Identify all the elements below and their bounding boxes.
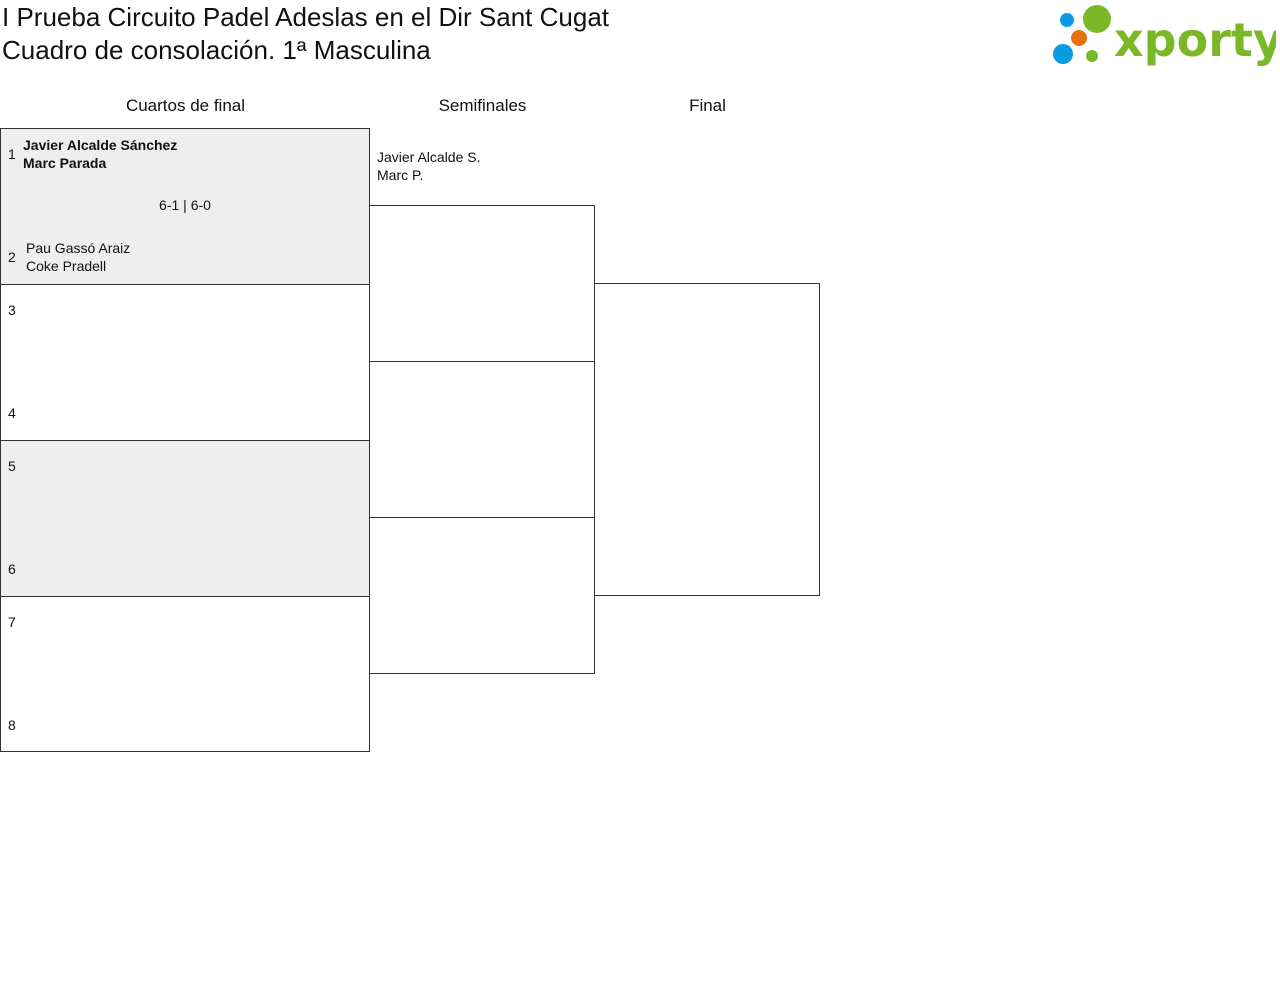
round-header-semifinals: Semifinales <box>438 96 527 115</box>
quarterfinal-match-2[interactable]: 3 4 <box>0 284 370 441</box>
page-title: I Prueba Circuito Padel Adeslas en el Di… <box>2 2 610 32</box>
slot-number: 1 <box>8 146 16 162</box>
player-name: Coke Pradell <box>26 258 107 274</box>
match-score: 6-1 | 6-0 <box>159 197 211 213</box>
svg-text:xporty: xporty <box>1114 13 1276 66</box>
slot-number: 2 <box>8 249 16 265</box>
semifinal-team-a[interactable]: Javier Alcalde S. Marc P. <box>377 148 481 184</box>
player-name: Javier Alcalde S. <box>377 149 481 165</box>
round-header-final: Final <box>689 96 726 115</box>
slot-number: 6 <box>8 561 16 577</box>
player-name: Marc Parada <box>23 155 107 171</box>
semifinal-match-1[interactable] <box>369 205 595 362</box>
quarterfinal-match-4[interactable]: 7 8 <box>0 596 370 752</box>
round-header-quarterfinals: Cuartos de final <box>125 96 246 115</box>
final-match[interactable] <box>594 283 820 596</box>
player-name: Pau Gassó Araiz <box>26 240 131 256</box>
slot-number: 5 <box>8 458 16 474</box>
player-name: Marc P. <box>377 167 424 183</box>
slot-number: 7 <box>8 614 16 630</box>
player-name: Javier Alcalde Sánchez <box>23 137 178 153</box>
page-subtitle: Cuadro de consolación. 1ª Masculina <box>2 35 431 65</box>
quarterfinal-match-3[interactable]: 5 6 <box>0 440 370 597</box>
slot-number: 3 <box>8 302 16 318</box>
slot-number: 4 <box>8 405 16 421</box>
slot-number: 8 <box>8 717 16 733</box>
semifinal-match-2[interactable] <box>369 517 595 674</box>
xporty-logo: xporty <box>1050 4 1280 67</box>
